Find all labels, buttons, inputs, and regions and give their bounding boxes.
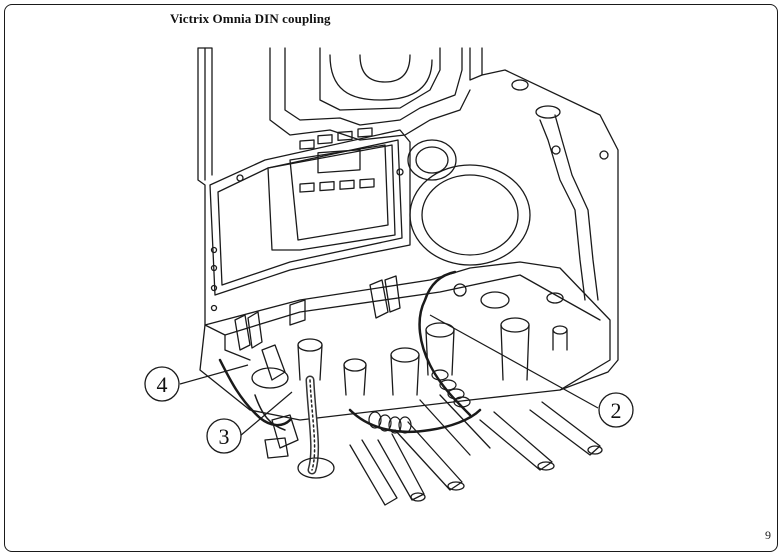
callout-4-leader [179,364,249,385]
page-frame [4,4,778,552]
right-pipe [539,119,586,301]
panel-screws [210,168,404,312]
callout-2-label: 2 [611,398,622,423]
frame-top [269,47,471,141]
display-window [317,149,361,174]
callout-4: 4 [144,366,180,402]
callout-3-leader [239,391,293,437]
fittings [297,283,568,396]
control-panel-door [209,129,411,296]
callout-3-label: 3 [219,424,230,449]
left-bracket [234,311,263,351]
callout-3: 3 [206,418,242,454]
center-bracket [369,275,401,319]
callout-4-label: 4 [157,372,168,397]
page-number: 9 [765,528,771,542]
outlet-pipes [349,394,603,506]
pump [409,164,531,266]
wire-harness [218,358,292,427]
callout-2: 2 [598,392,634,428]
page-title: Victrix Omnia DIN coupling [170,11,331,26]
control-board [267,144,396,251]
base-plate [199,261,611,421]
sensor-cable [418,270,472,417]
callout-2-leader [429,314,599,409]
